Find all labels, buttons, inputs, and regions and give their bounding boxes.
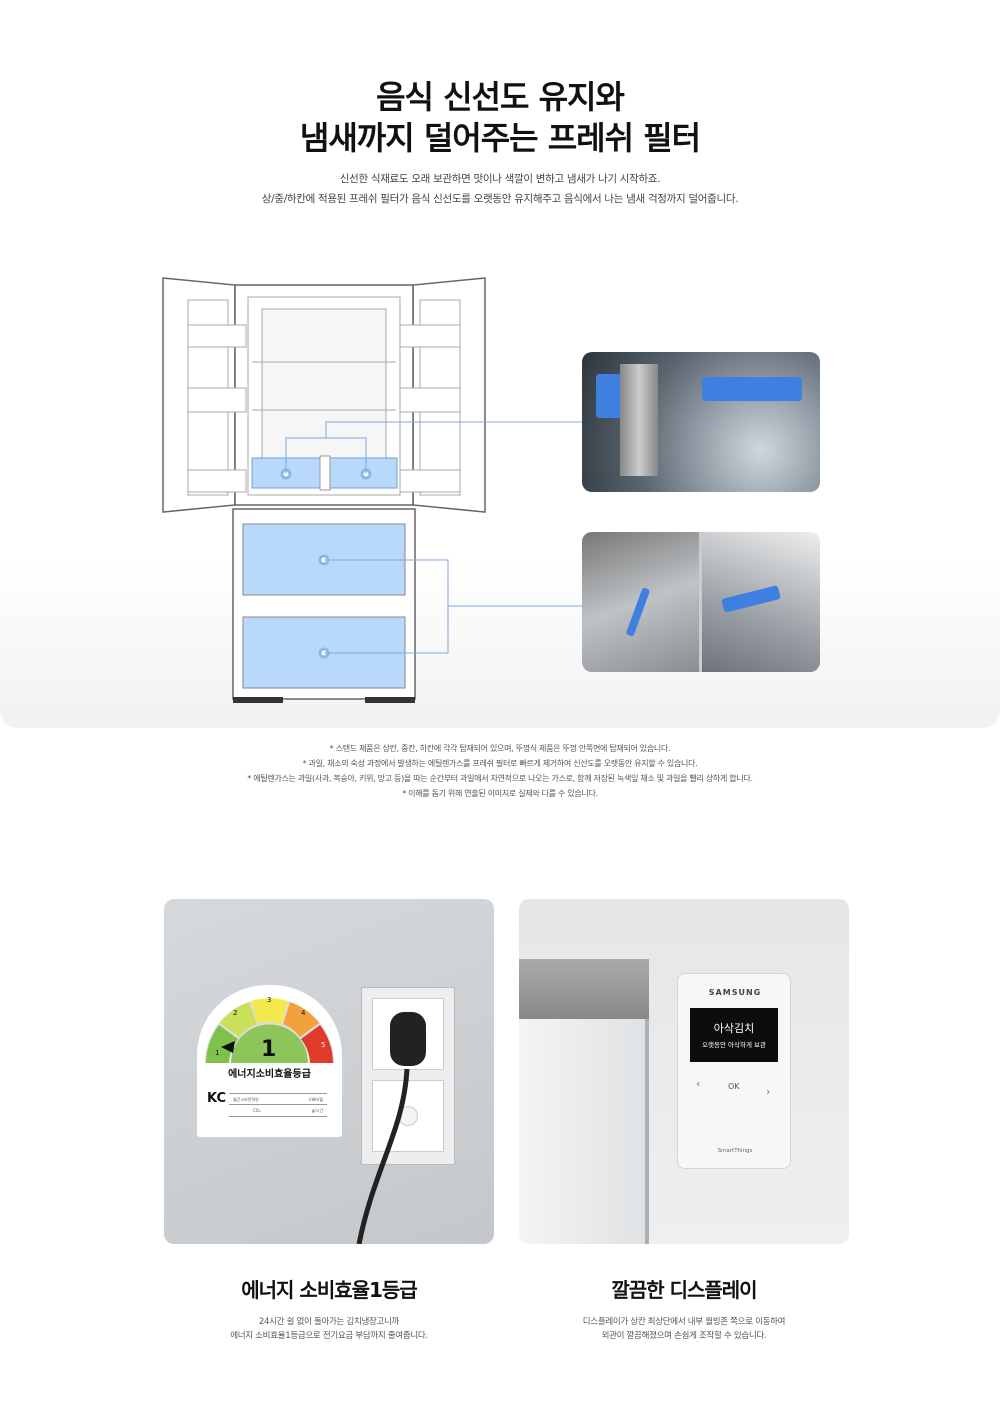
power-outlet (361, 987, 455, 1165)
feature-title-energy: 에너지 소비효율1등급 (241, 1278, 417, 1302)
note-4: * 이해를 돕기 위해 연출된 이미지로 실제와 다를 수 있습니다. (402, 789, 598, 798)
note-3: * 에틸렌가스는 과일(사과, 복숭아, 키위, 망고 등)을 따는 순간부터 … (247, 774, 753, 783)
hero-desc-line2: 상/중/하칸에 적용된 프레쉬 필터가 음식 신선도를 오랫동안 유지해주고 음… (261, 193, 739, 205)
left-button[interactable]: ‹ (696, 1077, 701, 1090)
hero-title-line2: 냄새까지 덜어주는 프레쉬 필터 (299, 119, 701, 157)
right-button[interactable]: › (766, 1085, 771, 1098)
fridge-diagram (162, 277, 582, 703)
hero-title-line1: 음식 신선도 유지와 (376, 78, 625, 116)
note-1: * 스탠드 제품은 상칸, 중칸, 하칸에 각각 탑재되어 있으며, 뚜껑식 제… (329, 744, 671, 753)
display-screen: 아삭김치 오랫동안 아삭하게 보관 (690, 1008, 778, 1062)
note-2: * 과일, 채소의 숙성 과정에서 발생하는 에틸렌가스를 프레쉬 필터로 빠르… (302, 759, 698, 768)
hero-desc-line1: 신선한 식재료도 오래 보관하면 맛이나 색깔이 변하고 냄새가 나기 시작하죠… (339, 173, 661, 185)
display-card-image: SAMSUNG 아삭김치 오랫동안 아삭하게 보관 ‹ OK › SmartTh… (519, 899, 849, 1244)
display-panel: SAMSUNG 아삭김치 오랫동안 아삭하게 보관 ‹ OK › SmartTh… (677, 973, 791, 1169)
ok-button[interactable]: OK (728, 1082, 740, 1091)
feature-title-display: 깔끔한 디스플레이 (611, 1278, 757, 1302)
current-grade: 1 (261, 1037, 277, 1062)
kc-mark: KC (207, 1091, 227, 1106)
upper-filter-photo (582, 352, 820, 492)
lower-filter-photo (582, 532, 820, 672)
